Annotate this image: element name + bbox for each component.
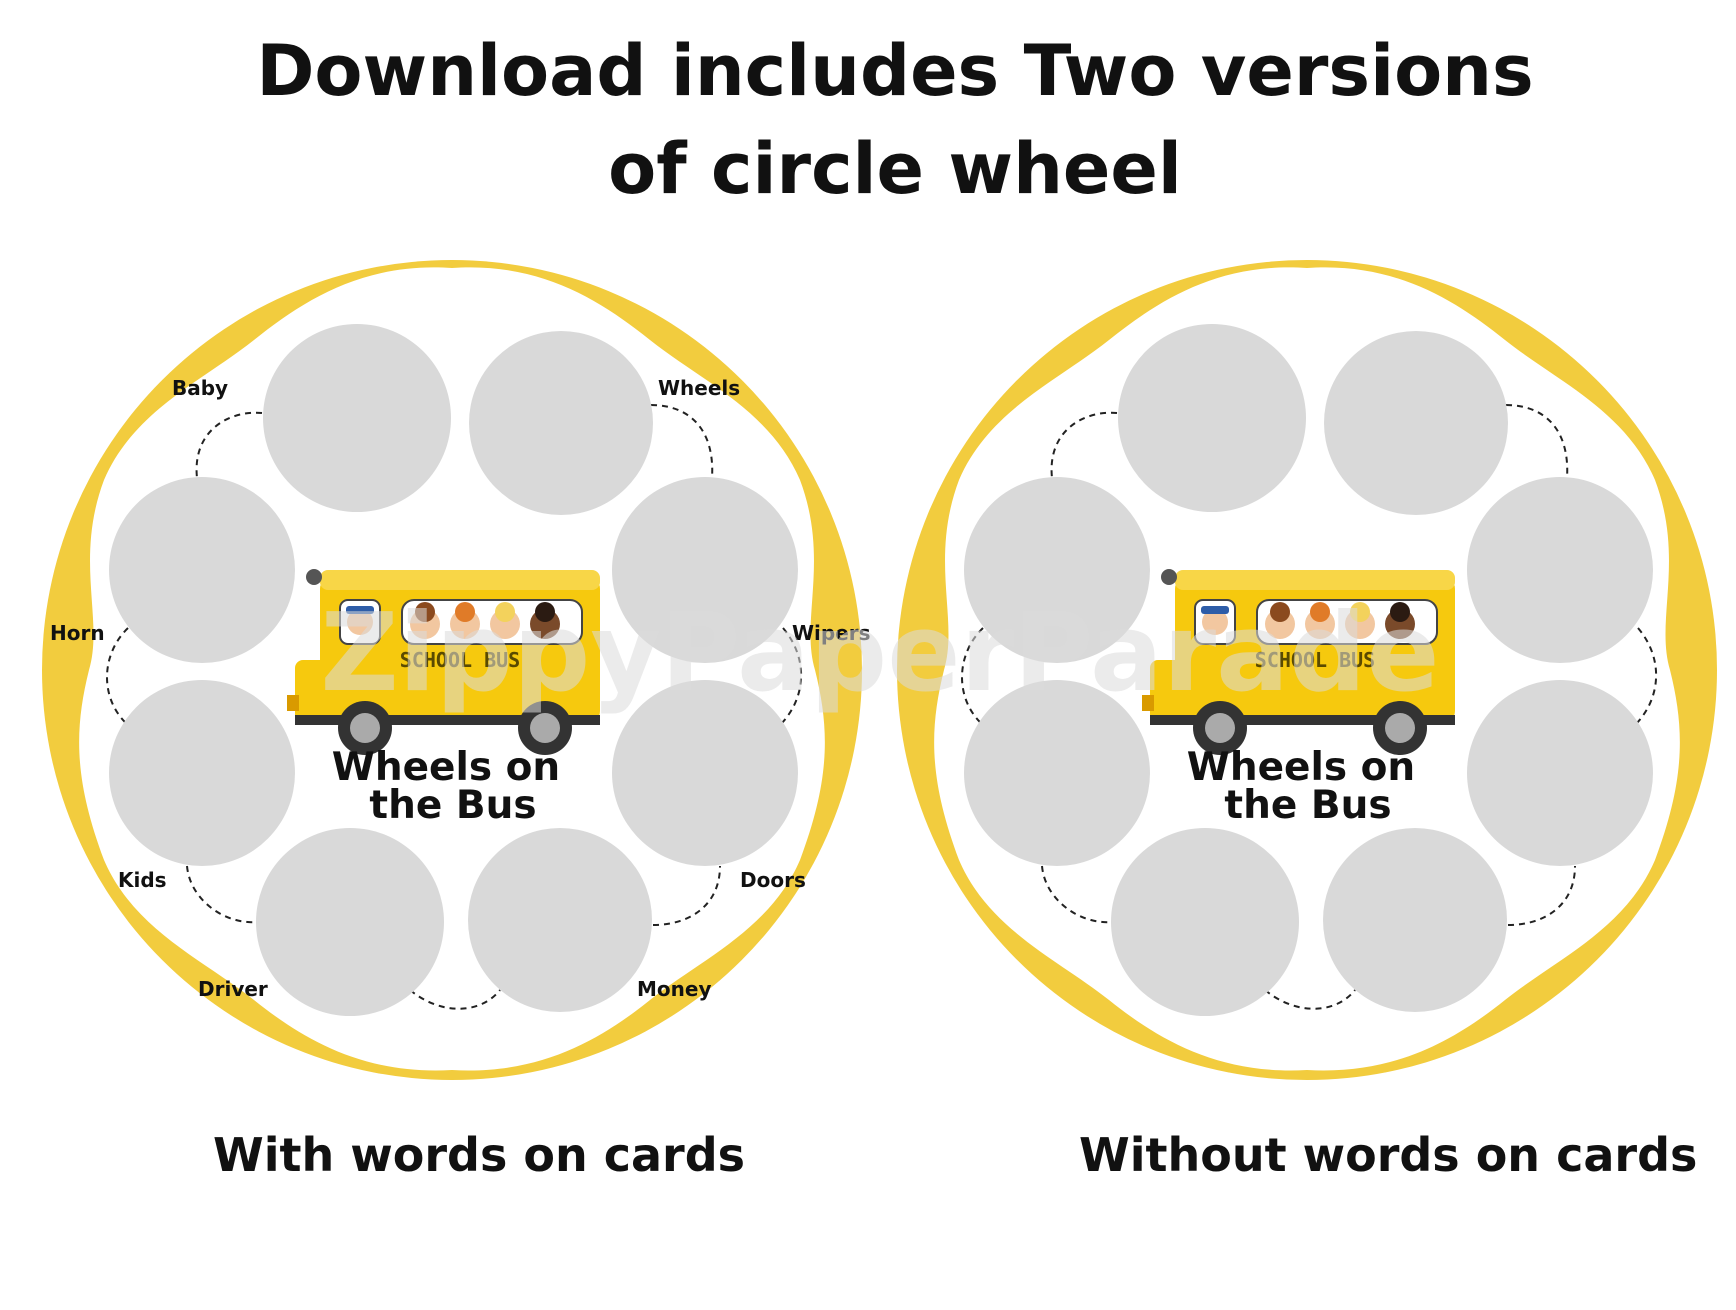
- school-bus-illustration: SCHOOL BUS: [1141, 568, 1456, 756]
- card-slot: [612, 680, 798, 866]
- card-slot: [1467, 680, 1653, 866]
- center-title-line-1: Wheels on: [1187, 745, 1415, 790]
- bus-sign: SCHOOL BUS: [400, 648, 520, 672]
- card-word-wheels: Wheels: [658, 376, 740, 400]
- wheel-without-words: SCHOOL BUS Wheels on the Bus: [897, 260, 1717, 1080]
- card-slot: [109, 477, 295, 663]
- card-slot: [468, 828, 652, 1012]
- center-title-line-2: the Bus: [1224, 783, 1391, 828]
- card-slot: [1324, 331, 1508, 515]
- card-slot: [964, 477, 1150, 663]
- title-line-1: Download includes Two versions: [256, 30, 1534, 112]
- watermark-text: ZippyPaperParade: [320, 591, 1439, 716]
- bus-sign: SCHOOL BUS: [1255, 648, 1375, 672]
- card-word-wipers: Wipers: [792, 621, 871, 645]
- card-word-horn: Horn: [50, 621, 105, 645]
- card-slot: [612, 477, 798, 663]
- dashed-connectors: [106, 404, 803, 1010]
- card-slot: [263, 324, 451, 512]
- card-slots: [964, 324, 1653, 1016]
- caption-without-words: Without words on cards: [1079, 1128, 1698, 1182]
- card-word-kids: Kids: [118, 868, 167, 892]
- center-title-line-1: Wheels on: [332, 745, 560, 790]
- title-line-2: of circle wheel: [608, 128, 1182, 210]
- card-slot: [1111, 828, 1299, 1016]
- card-slots: [109, 324, 798, 1016]
- card-slot: [1323, 828, 1507, 1012]
- card-slot: [1118, 324, 1306, 512]
- card-slot: [469, 331, 653, 515]
- school-bus-illustration: SCHOOL BUS: [286, 568, 601, 756]
- card-slot: [1467, 477, 1653, 663]
- center-title-line-2: the Bus: [369, 783, 536, 828]
- card-slot: [109, 680, 295, 866]
- card-slot: [256, 828, 444, 1016]
- card-word-money: Money: [637, 977, 711, 1001]
- card-word-baby: Baby: [172, 376, 228, 400]
- card-word-driver: Driver: [198, 977, 268, 1001]
- dashed-connectors: [961, 404, 1658, 1010]
- caption-with-words: With words on cards: [213, 1128, 746, 1182]
- wheel-with-words: Baby Wheels Horn Wipers Kids Doors Drive…: [42, 260, 871, 1080]
- card-slot: [964, 680, 1150, 866]
- card-word-doors: Doors: [740, 868, 806, 892]
- page-title: Download includes Two versions of circle…: [0, 22, 1736, 218]
